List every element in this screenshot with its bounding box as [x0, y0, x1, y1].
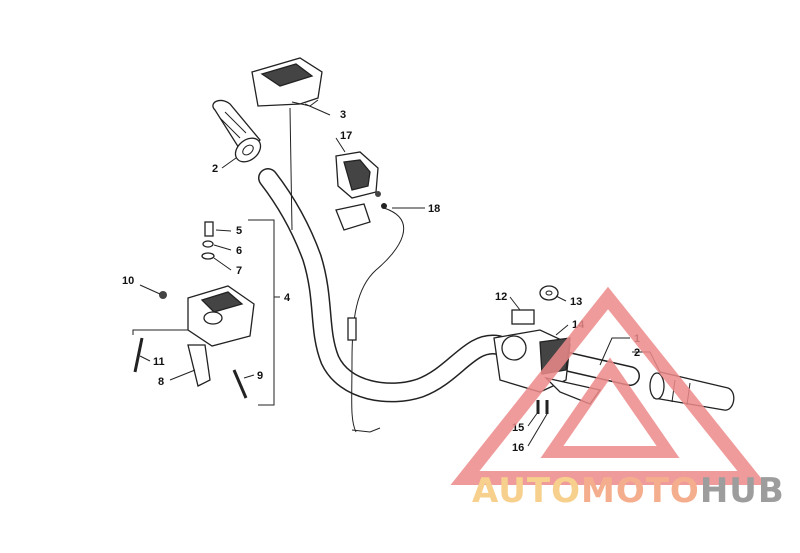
callout-8: 8 — [158, 376, 164, 388]
callout-2-right: 2 — [634, 347, 640, 359]
hand-guard-cover — [251, 57, 323, 107]
callout-labels: 2 3 17 18 5 6 7 4 10 11 8 9 12 13 14 1 2… — [122, 109, 640, 454]
callout-10: 10 — [122, 275, 134, 287]
right-control-assembly — [493, 285, 602, 414]
callout-18: 18 — [428, 203, 440, 215]
handlebar — [258, 168, 640, 403]
watermark-logo: AUTOMOTOHUB — [450, 286, 785, 511]
callout-2-left: 2 — [212, 163, 218, 175]
throttle-housing — [335, 151, 381, 231]
watermark-moto: MOTO — [581, 471, 700, 511]
callout-7: 7 — [236, 265, 242, 277]
callout-12: 12 — [495, 291, 507, 303]
watermark-auto: AUTO — [472, 471, 581, 511]
svg-text:AUTOMOTOHUB: AUTOMOTOHUB — [472, 471, 785, 511]
left-grip — [212, 99, 262, 163]
callout-16: 16 — [512, 442, 524, 454]
callout-5: 5 — [236, 225, 242, 237]
callout-3: 3 — [340, 109, 346, 121]
callout-6: 6 — [236, 245, 242, 257]
callout-4: 4 — [284, 292, 291, 304]
callout-11: 11 — [153, 356, 165, 368]
callout-9: 9 — [257, 370, 263, 382]
watermark-hub: HUB — [700, 471, 785, 511]
throttle-cable — [347, 203, 405, 433]
callout-17: 17 — [340, 130, 352, 142]
callout-13: 13 — [570, 296, 582, 308]
leader-lines — [132, 103, 661, 447]
